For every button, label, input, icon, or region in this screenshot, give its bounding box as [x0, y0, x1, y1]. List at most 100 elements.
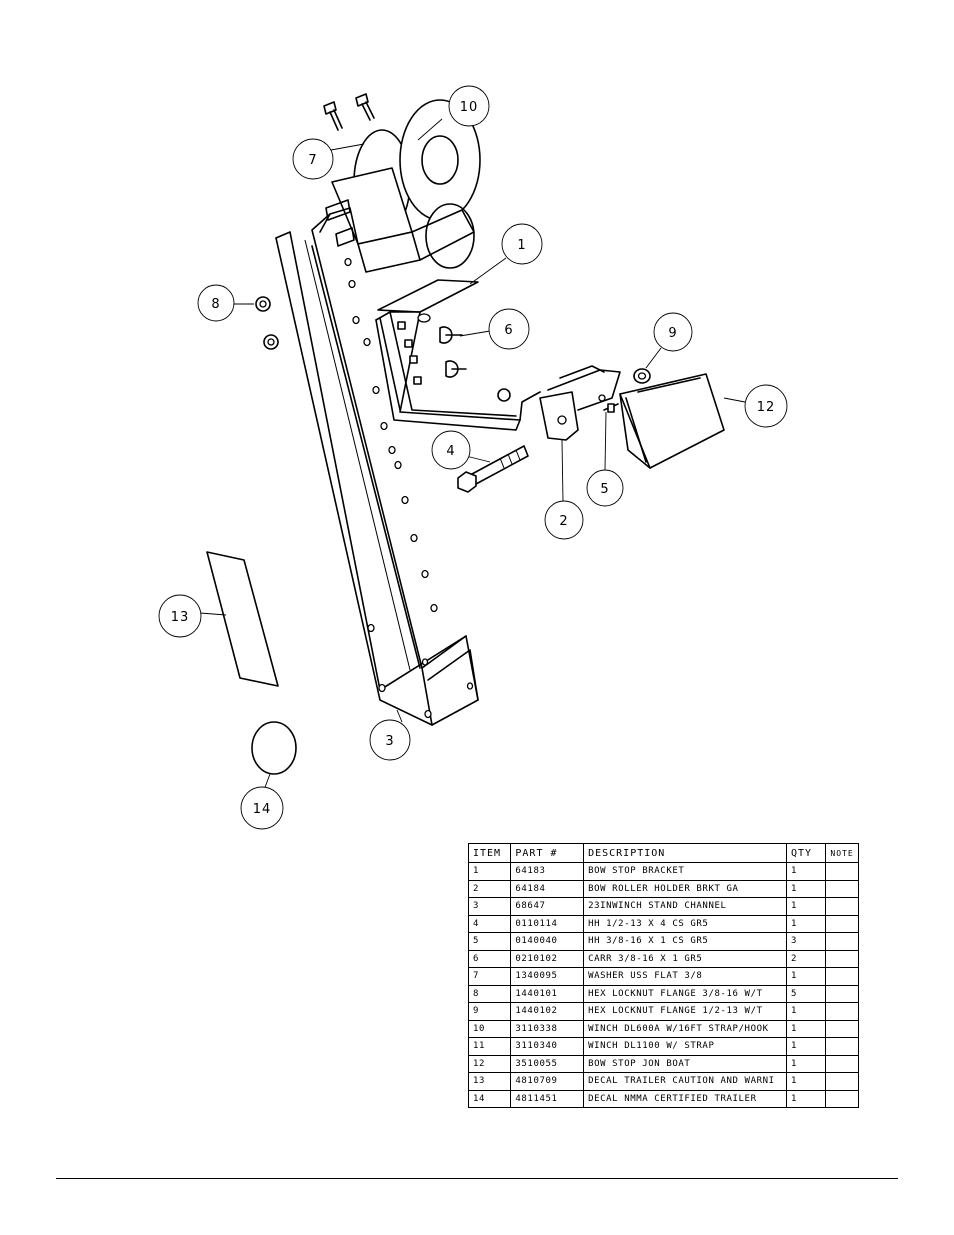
bom-cell-item: 1	[467, 862, 512, 881]
bom-cell-part: 3510055	[510, 1054, 585, 1073]
caution-decal	[206, 551, 279, 687]
bom-cell-qty: 1	[786, 1019, 827, 1038]
bom-cell-item: 4	[467, 914, 512, 933]
bom-cell-qty: 1	[786, 1072, 827, 1091]
bom-cell-qty: 5	[786, 984, 827, 1003]
callout-9: 9	[653, 312, 693, 352]
bom-cell-item: 12	[467, 1054, 512, 1073]
bom-cell-qty: 1	[786, 897, 827, 916]
bom-cell-part: 3110340	[510, 1037, 585, 1056]
bom-cell-note	[825, 914, 859, 933]
bom-cell-description: HH 1/2-13 X 4 CS GR5	[583, 914, 788, 933]
locknuts	[255, 296, 279, 350]
bom-cell-qty: 2	[786, 949, 827, 968]
carriage-bolts	[439, 326, 467, 378]
callout-10: 10	[448, 85, 490, 127]
bom-cell-item: 7	[467, 967, 512, 986]
bom-cell-note	[825, 1037, 859, 1056]
svg-text:3: 3	[385, 734, 394, 749]
bom-cell-description: CARR 3/8-16 X 1 GR5	[583, 949, 788, 968]
callout-7: 7	[292, 138, 334, 180]
bom-cell-qty: 1	[786, 1002, 827, 1021]
callout-4: 4	[431, 430, 471, 470]
svg-text:6: 6	[504, 323, 513, 338]
bom-cell-item: 8	[467, 984, 512, 1003]
bom-cell-part: 0210102	[510, 949, 585, 968]
bom-cell-part: 64184	[510, 879, 585, 898]
bow-stop-bracket	[375, 279, 541, 431]
callout-2: 2	[544, 500, 584, 540]
bom-cell-item: 10	[467, 1019, 512, 1038]
bom-cell-part: 4810709	[510, 1072, 585, 1091]
callout-1: 1	[501, 223, 543, 265]
bom-cell-note	[825, 879, 859, 898]
svg-text:9: 9	[668, 326, 677, 341]
svg-text:5: 5	[600, 482, 609, 497]
bom-cell-part: 1340095	[510, 967, 585, 986]
channel-holes	[344, 257, 474, 719]
bom-cell-part: 1440102	[510, 1002, 585, 1021]
winch	[319, 93, 481, 273]
bom-cell-note	[825, 1019, 859, 1038]
bom-cell-note	[825, 967, 859, 986]
bom-cell-item: 13	[467, 1072, 512, 1091]
callout-13: 13	[158, 594, 202, 638]
winch-bolts	[323, 93, 375, 131]
bom-cell-note	[825, 1002, 859, 1021]
bom-cell-description: DECAL TRAILER CAUTION AND WARNI	[583, 1072, 788, 1091]
bom-cell-description: WINCH DL600A W/16FT STRAP/HOOK	[583, 1019, 788, 1038]
bom-cell-part: 3110338	[510, 1019, 585, 1038]
callout-3: 3	[369, 719, 411, 761]
bom-cell-qty: 3	[786, 932, 827, 951]
bom-header-item: ITEM	[467, 843, 512, 863]
callout-14: 14	[240, 786, 284, 830]
bom-header-note: NOTE	[825, 843, 859, 863]
svg-text:14: 14	[253, 802, 272, 817]
bom-cell-note	[825, 932, 859, 951]
roller-holder-bracket	[539, 365, 644, 441]
bom-cell-description: HEX LOCKNUT FLANGE 1/2-13 W/T	[583, 1002, 788, 1021]
bom-cell-note	[825, 949, 859, 968]
bom-cell-description: WASHER USS FLAT 3/8	[583, 967, 788, 986]
bom-cell-item: 2	[467, 879, 512, 898]
bom-cell-description: BOW ROLLER HOLDER BRKT GA	[583, 879, 788, 898]
bom-header-part: PART #	[510, 843, 585, 863]
hex-bolt	[457, 388, 529, 493]
bom-cell-item: 3	[467, 897, 512, 916]
svg-text:2: 2	[559, 514, 568, 529]
bom-cell-qty: 1	[786, 914, 827, 933]
svg-text:12: 12	[757, 400, 776, 415]
svg-text:7: 7	[308, 153, 317, 168]
svg-text:4: 4	[446, 444, 455, 459]
bom-cell-description: HH 3/8-16 X 1 CS GR5	[583, 932, 788, 951]
svg-text:10: 10	[460, 100, 479, 115]
bom-cell-part: 0110114	[510, 914, 585, 933]
bom-cell-description: DECAL NMMA CERTIFIED TRAILER	[583, 1089, 788, 1108]
svg-text:8: 8	[211, 297, 220, 312]
callout-8: 8	[197, 284, 235, 322]
bow-stop	[603, 368, 725, 469]
svg-text:13: 13	[171, 610, 190, 625]
bom-cell-note	[825, 862, 859, 881]
bom-cell-description: 23INWINCH STAND CHANNEL	[583, 897, 788, 916]
callout-5: 5	[586, 469, 624, 507]
bom-cell-qty: 1	[786, 1089, 827, 1108]
bom-cell-qty: 1	[786, 879, 827, 898]
bom-cell-qty: 1	[786, 1054, 827, 1073]
bom-cell-note	[825, 1054, 859, 1073]
exploded-assembly-drawing: 10 7 1 8 6 9 12 4 5 2 13 3 14	[158, 85, 788, 830]
callout-6: 6	[488, 308, 530, 350]
bom-header-qty: QTY	[786, 843, 827, 863]
nmma-decal	[251, 721, 297, 775]
bom-cell-part: 0140040	[510, 932, 585, 951]
bom-cell-item: 6	[467, 949, 512, 968]
